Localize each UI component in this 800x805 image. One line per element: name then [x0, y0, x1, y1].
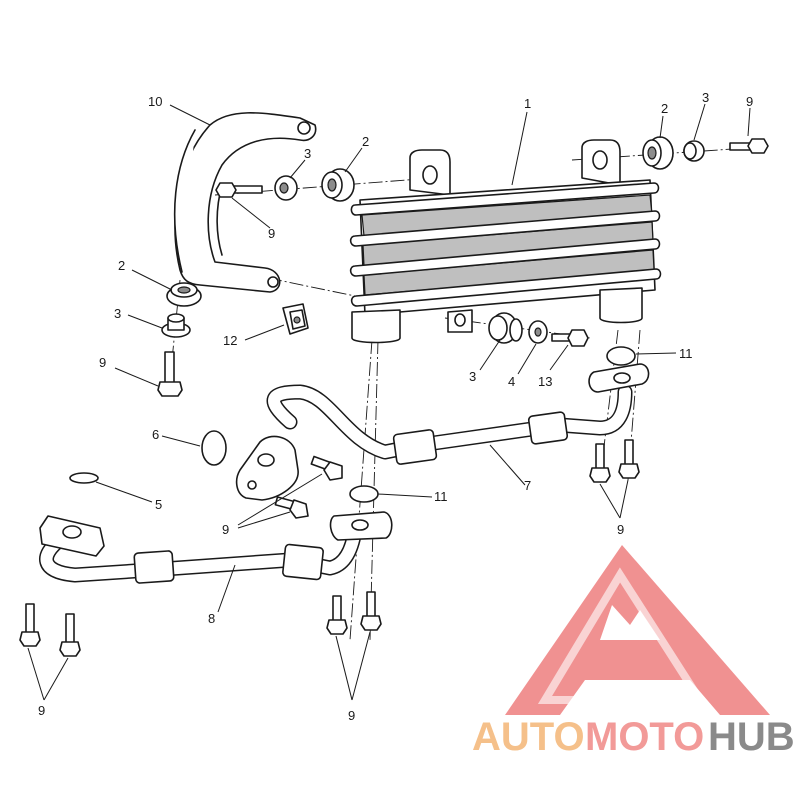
logo-inner-stroke	[537, 567, 708, 704]
bolts	[19, 138, 769, 657]
callout-9-left: 9	[99, 355, 106, 370]
callout-2-top-right: 2	[661, 101, 668, 116]
callout-1: 1	[524, 96, 531, 111]
clip-nut	[282, 303, 309, 335]
callout-labels: 1 2 2 2 3 3 3 3 4 5 6 7 8 9 9 9 9 9 9 9 …	[38, 90, 753, 723]
callout-9-bottom-middle: 9	[348, 708, 355, 723]
grommets-and-spacers	[161, 136, 705, 344]
callout-3-top-right: 3	[702, 90, 709, 105]
callout-6: 6	[152, 427, 159, 442]
callout-3-left: 3	[114, 306, 121, 321]
callout-9-top-right: 9	[746, 94, 753, 109]
leader-lines	[27, 103, 751, 701]
callout-2-top-middle: 2	[362, 134, 369, 149]
oil-cooler	[349, 139, 662, 344]
callout-2-left: 2	[118, 258, 125, 273]
hose-upper	[235, 363, 650, 501]
callout-3-bottom: 3	[469, 369, 476, 384]
watermark-text: AUTO MOTO HUB	[472, 715, 795, 759]
callout-8: 8	[208, 611, 215, 626]
callout-9-right: 9	[617, 522, 624, 537]
watermark-text-hub: HUB	[708, 715, 795, 759]
callout-4: 4	[508, 374, 515, 389]
callout-3-top-middle: 3	[304, 146, 311, 161]
callout-9-middle: 9	[222, 522, 229, 537]
logo-triangle-mark	[505, 545, 770, 715]
callout-12: 12	[223, 333, 237, 348]
watermark-text-moto: MOTO	[585, 715, 704, 759]
o-rings	[69, 346, 636, 503]
callout-7: 7	[524, 478, 531, 493]
watermark-text-auto: AUTO	[472, 715, 585, 759]
callout-13: 13	[538, 374, 552, 389]
callout-9-bottom-left: 9	[38, 703, 45, 718]
callout-10: 10	[148, 94, 162, 109]
watermark-logo	[505, 545, 770, 715]
mounting-bracket	[173, 112, 317, 293]
callout-5: 5	[155, 497, 162, 512]
hose-lower	[39, 511, 393, 584]
callout-11-middle: 11	[434, 489, 448, 504]
callout-9-top-middle: 9	[268, 226, 275, 241]
callout-11-right: 11	[679, 346, 693, 361]
